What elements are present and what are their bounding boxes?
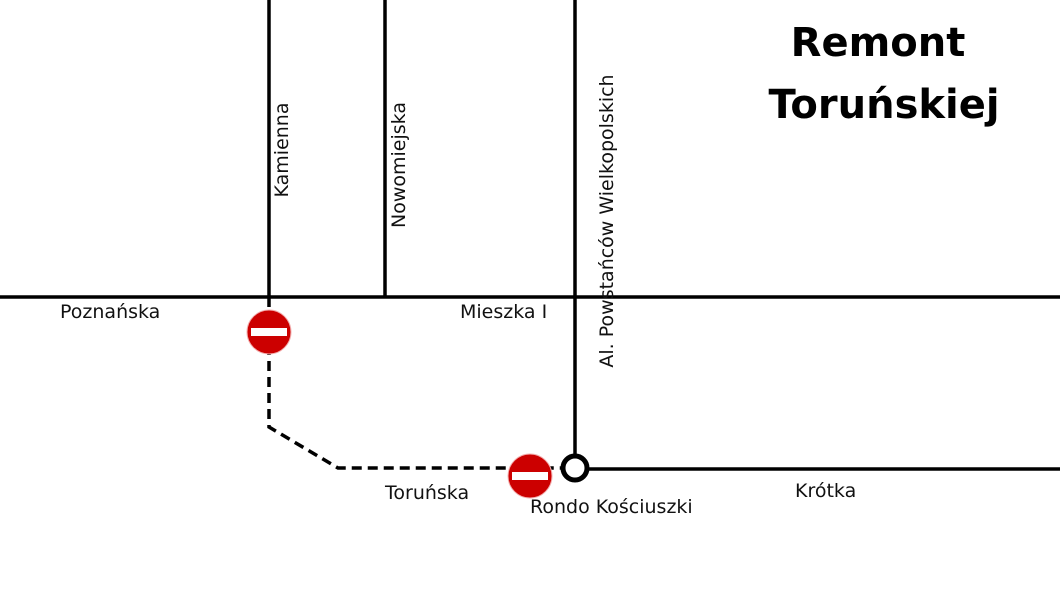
label-krotka: Krótka (795, 480, 856, 502)
label-rondo: Rondo Kościuszki (530, 496, 693, 518)
label-kamienna: Kamienna (271, 103, 293, 198)
title-line1: Remont (791, 20, 966, 66)
label-powstancow: Al. Powstańców Wielkopolskich (596, 74, 618, 367)
title-line2: Toruńskiej (768, 82, 999, 128)
label-nowomiejska: Nowomiejska (388, 102, 410, 228)
label-mieszka: Mieszka I (460, 301, 547, 323)
label-poznanska: Poznańska (60, 301, 160, 323)
roundabout-icon (560, 453, 590, 483)
label-torunska: Toruńska (384, 482, 469, 504)
no-entry-sign-icon (507, 453, 553, 499)
no-entry-sign-icon (246, 309, 292, 355)
road-torunska-closed (267, 297, 575, 470)
